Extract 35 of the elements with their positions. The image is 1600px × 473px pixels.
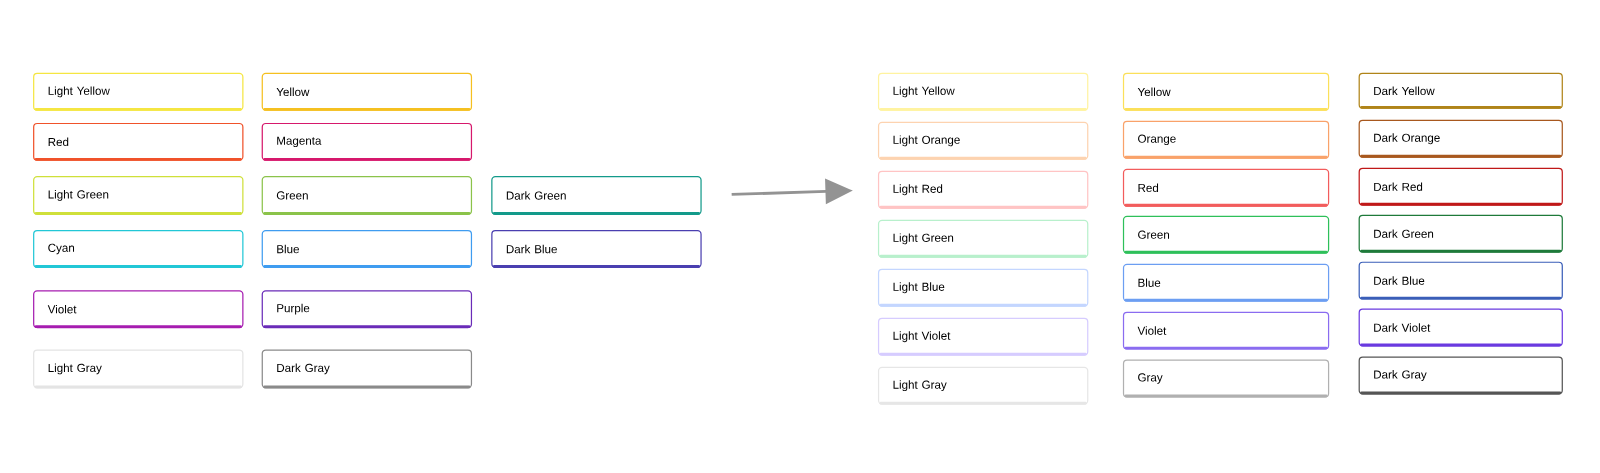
color-box: Red <box>33 122 244 161</box>
color-box: Light Red <box>877 170 1089 209</box>
color-box: Blue <box>1122 263 1330 302</box>
color-box: Light Blue <box>877 268 1089 307</box>
color-box: Violet <box>33 289 244 328</box>
color-box: Light Green <box>877 219 1089 258</box>
color-box: Light Gray <box>877 366 1089 405</box>
color-box: Dark Green <box>1358 214 1563 253</box>
color-box: Purple <box>261 289 473 328</box>
color-box: Green <box>1122 215 1330 254</box>
color-box: Gray <box>1122 359 1330 398</box>
color-box: Magenta <box>261 122 473 161</box>
color-box: Light Yellow <box>33 72 244 111</box>
color-box: Light Violet <box>877 317 1089 356</box>
color-box: Green <box>261 175 473 215</box>
color-box: Dark Yellow <box>1358 72 1563 109</box>
color-box: Violet <box>1122 311 1330 350</box>
color-box: Dark Blue <box>491 229 702 268</box>
color-box: Light Orange <box>877 121 1089 160</box>
color-box: Dark Gray <box>1358 356 1563 395</box>
color-box: Red <box>1122 168 1330 207</box>
color-box: Light Gray <box>33 349 244 389</box>
color-box: Orange <box>1122 120 1330 159</box>
color-box: Yellow <box>1122 72 1330 111</box>
color-box: Dark Gray <box>261 349 473 389</box>
color-box: Dark Red <box>1358 167 1563 206</box>
color-box: Cyan <box>33 229 244 268</box>
color-box: Dark Orange <box>1358 119 1563 158</box>
color-box: Dark Blue <box>1358 261 1563 300</box>
color-box: Dark Violet <box>1358 308 1563 347</box>
color-box: Dark Green <box>491 175 702 215</box>
color-box: Yellow <box>261 72 473 111</box>
color-box: Light Yellow <box>877 72 1089 111</box>
color-box: Light Green <box>33 175 244 215</box>
color-box: Blue <box>261 229 473 268</box>
